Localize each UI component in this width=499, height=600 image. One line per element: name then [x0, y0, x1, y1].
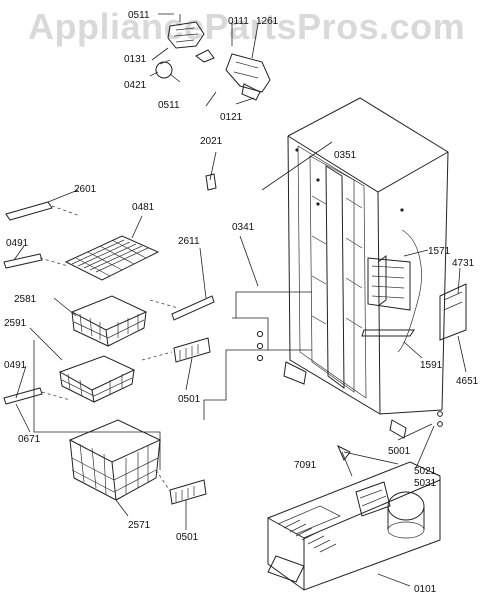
label-0101: 0101 — [414, 584, 437, 595]
label-0501-lower: 0501 — [176, 532, 199, 543]
label-0341: 0341 — [232, 222, 255, 233]
freezer-baskets — [3, 201, 215, 505]
label-1571: 1571 — [428, 246, 451, 257]
label-2021: 2021 — [200, 136, 223, 147]
label-0121: 0121 — [220, 112, 243, 123]
label-0511-top: 0511 — [128, 10, 150, 21]
label-0491-upper: 0491 — [6, 238, 29, 249]
hardware — [205, 173, 443, 427]
label-4731: 4731 — [452, 258, 475, 269]
label-5001: 5001 — [388, 446, 411, 457]
label-0491-lower: 0491 — [4, 360, 27, 371]
label-1261: 1261 — [256, 16, 279, 27]
rail-leader — [33, 340, 161, 470]
label-4651: 4651 — [456, 376, 479, 387]
label-0671: 0671 — [18, 434, 41, 445]
label-0481: 0481 — [132, 202, 155, 213]
label-0421: 0421 — [124, 80, 147, 91]
label-1591: 1591 — [420, 360, 443, 371]
label-2571: 2571 — [128, 520, 151, 531]
label-2591: 2591 — [4, 318, 27, 329]
label-2581: 2581 — [14, 294, 37, 305]
part-labels: 0511 0111 1261 0131 0421 0511 0121 2021 … — [4, 10, 479, 595]
label-leaders — [13, 13, 467, 587]
light-assembly — [149, 14, 271, 101]
label-0351: 0351 — [334, 150, 357, 161]
label-0111: 0111 — [228, 16, 249, 27]
wiring-area — [361, 229, 467, 353]
label-2601: 2601 — [74, 184, 97, 195]
label-5021: 5021 — [414, 466, 437, 477]
cabinet — [283, 97, 449, 439]
compressor-assembly — [267, 444, 441, 591]
assembly-leader — [203, 291, 312, 420]
label-7091: 7091 — [294, 460, 317, 471]
label-5031: 5031 — [414, 478, 437, 489]
label-0501-upper: 0501 — [178, 394, 201, 405]
label-2611: 2611 — [178, 236, 200, 247]
label-0511-mid: 0511 — [158, 100, 180, 111]
label-0131: 0131 — [124, 54, 147, 65]
watermark: AppliancePartsPros.com — [28, 6, 466, 47]
